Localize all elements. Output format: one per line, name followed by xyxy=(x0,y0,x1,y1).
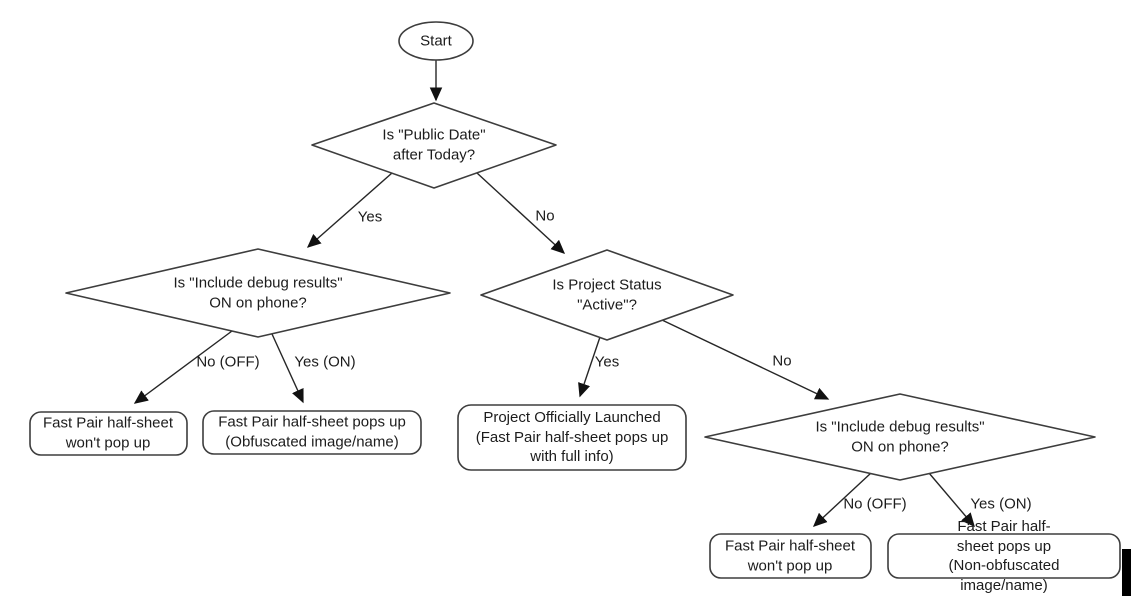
popup-obfuscated-result-label: Fast Pair half-sheet pops up (Obfuscated… xyxy=(218,413,406,451)
launched-result-shape xyxy=(457,404,687,471)
edge-debug-right-no xyxy=(812,472,872,527)
edge-debug-right-yes xyxy=(928,472,975,528)
edge-project-status-no xyxy=(661,319,830,400)
public-date-decision-label: Is "Public Date" after Today? xyxy=(382,126,486,164)
no-popup-right-result-shape xyxy=(709,533,872,579)
project-status-decision-shape xyxy=(480,249,734,341)
edge-label-public-date-no: No xyxy=(535,207,555,225)
flowchart-nodes xyxy=(29,21,1121,579)
edge-label-project-status-yes: Yes xyxy=(594,353,620,371)
no-popup-right-result-label: Fast Pair half-sheet won't pop up xyxy=(724,537,856,575)
edge-label-debug-left-no: No (OFF) xyxy=(196,353,260,371)
launched-result-label: Project Officially Launched (Fast Pair h… xyxy=(475,408,669,465)
debug-right-decision-label: Is "Include debug results" ON on phone? xyxy=(815,418,985,456)
popup-obfuscated-result-shape xyxy=(202,410,422,455)
flowchart-edges xyxy=(133,60,975,528)
public-date-decision-shape xyxy=(311,102,557,189)
edge-public-date-yes xyxy=(306,172,393,248)
edge-public-date-no xyxy=(476,172,566,254)
project-status-decision-label: Is Project Status "Active"? xyxy=(552,276,662,314)
popup-non-obfuscated-result-shape xyxy=(887,533,1121,579)
start-node-label: Start xyxy=(420,32,452,50)
start-node-shape xyxy=(398,21,474,61)
edge-label-public-date-yes: Yes xyxy=(357,208,383,226)
edge-debug-left-no xyxy=(133,330,233,404)
debug-right-decision-shape xyxy=(704,393,1096,481)
edge-project-status-yes xyxy=(578,336,601,398)
edge-label-debug-right-yes: Yes (ON) xyxy=(970,495,1032,513)
edge-debug-left-yes xyxy=(271,333,304,404)
edge-label-debug-right-no: No (OFF) xyxy=(843,495,907,513)
text-cursor-bar xyxy=(1122,549,1131,596)
edge-label-project-status-no: No xyxy=(772,352,792,370)
no-popup-left-result-shape xyxy=(29,411,188,456)
no-popup-left-result-label: Fast Pair half-sheet won't pop up xyxy=(42,414,174,452)
edge-label-debug-left-yes: Yes (ON) xyxy=(294,353,356,371)
debug-left-decision-label: Is "Include debug results" ON on phone? xyxy=(173,274,343,312)
debug-left-decision-shape xyxy=(65,248,451,338)
popup-non-obfuscated-result-label: Fast Pair half-sheet pops up (Non-obfusc… xyxy=(948,518,1060,594)
